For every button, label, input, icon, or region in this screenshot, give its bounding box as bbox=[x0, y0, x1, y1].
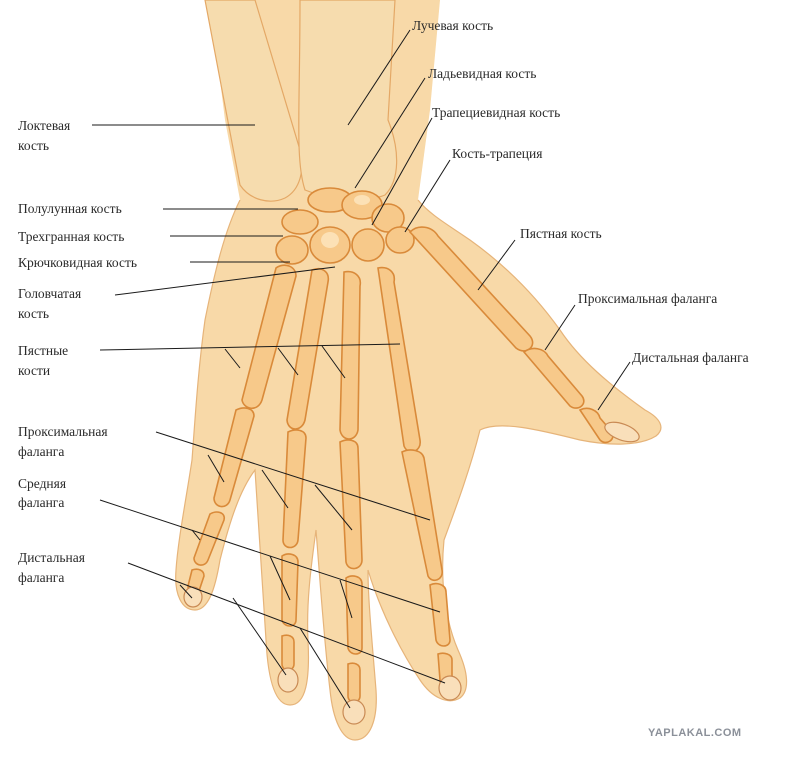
label-trapezium: Кость-трапеция bbox=[452, 146, 542, 161]
hand-outline bbox=[175, 199, 662, 741]
label-proximal-1: Проксимальная bbox=[18, 424, 108, 439]
label-ulna-1: Локтевая bbox=[18, 118, 70, 133]
watermark: YAPLAKAL.COM bbox=[648, 727, 742, 739]
middle-finger-bones bbox=[339, 439, 366, 725]
label-proximal-2: фаланга bbox=[18, 444, 64, 459]
label-middle-2: фаланга bbox=[18, 495, 64, 510]
leader-lines bbox=[92, 29, 631, 709]
label-thumb-distal: Дистальная фаланга bbox=[632, 350, 749, 365]
label-thumb-proximal: Проксимальная фаланга bbox=[578, 291, 717, 306]
ring-finger-bones bbox=[277, 429, 307, 693]
radius-bone bbox=[298, 0, 398, 202]
metacarpal-bones bbox=[241, 264, 421, 453]
carpal-bones bbox=[275, 187, 415, 265]
label-middle-1: Средняя bbox=[18, 476, 66, 491]
label-trapezoid: Трапециевидная кость bbox=[432, 105, 560, 120]
label-metacarpals-2: кости bbox=[18, 363, 50, 378]
label-capitate-1: Головчатая bbox=[18, 286, 81, 301]
label-metacarpals-1: Пястные bbox=[18, 343, 68, 358]
label-distal-2: фаланга bbox=[18, 570, 64, 585]
labels: Лучевая кость Ладьевидная кость Трапецие… bbox=[18, 18, 749, 585]
label-distal-1: Дистальная bbox=[18, 550, 85, 565]
label-triquetrum: Трехгранная кость bbox=[18, 229, 124, 244]
label-hamate: Крючковидная кость bbox=[18, 255, 137, 270]
label-capitate-2: кость bbox=[18, 306, 49, 321]
label-thumb-metacarpal: Пястная кость bbox=[520, 226, 602, 241]
watermark-box bbox=[578, 662, 754, 702]
label-scaphoid: Ладьевидная кость bbox=[428, 66, 536, 81]
thumb-bones bbox=[408, 226, 640, 444]
label-ulna-2: кость bbox=[18, 138, 49, 153]
label-radius: Лучевая кость bbox=[412, 18, 493, 33]
index-finger-bones bbox=[401, 449, 462, 701]
label-lunate: Полулунная кость bbox=[18, 201, 122, 216]
